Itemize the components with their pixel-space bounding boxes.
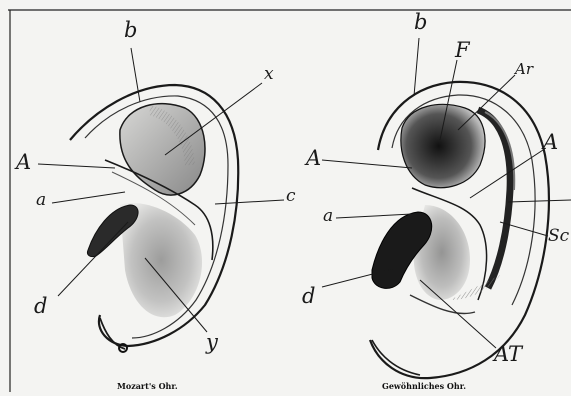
ordinary-ear-drawing xyxy=(322,38,571,378)
label-y: y xyxy=(206,332,218,353)
mozart-ear-drawing xyxy=(38,48,284,352)
caption-ordinary-ear: Gewöhnliches Ohr. xyxy=(382,381,466,391)
label-F: F xyxy=(455,40,470,61)
label-b-right: b xyxy=(414,12,427,33)
label-a-left: a xyxy=(36,192,46,209)
label-b-left: b xyxy=(124,20,137,41)
label-Sc: Sc xyxy=(548,228,569,245)
caption-mozart-ear: Mozart's Ohr. xyxy=(117,381,178,391)
label-Ar: Ar xyxy=(515,62,533,77)
label-a-right: a xyxy=(323,208,333,225)
label-d-left: d xyxy=(34,296,47,317)
label-c: c xyxy=(286,188,296,205)
label-AT: AT xyxy=(494,344,522,365)
label-x: x xyxy=(264,66,274,83)
ordinary-fossa xyxy=(401,104,485,187)
label-A-left: A xyxy=(16,152,31,173)
label-A-right-outer: A xyxy=(306,148,321,169)
label-d-right: d xyxy=(302,286,315,307)
label-A-right-inner: A xyxy=(543,132,558,153)
